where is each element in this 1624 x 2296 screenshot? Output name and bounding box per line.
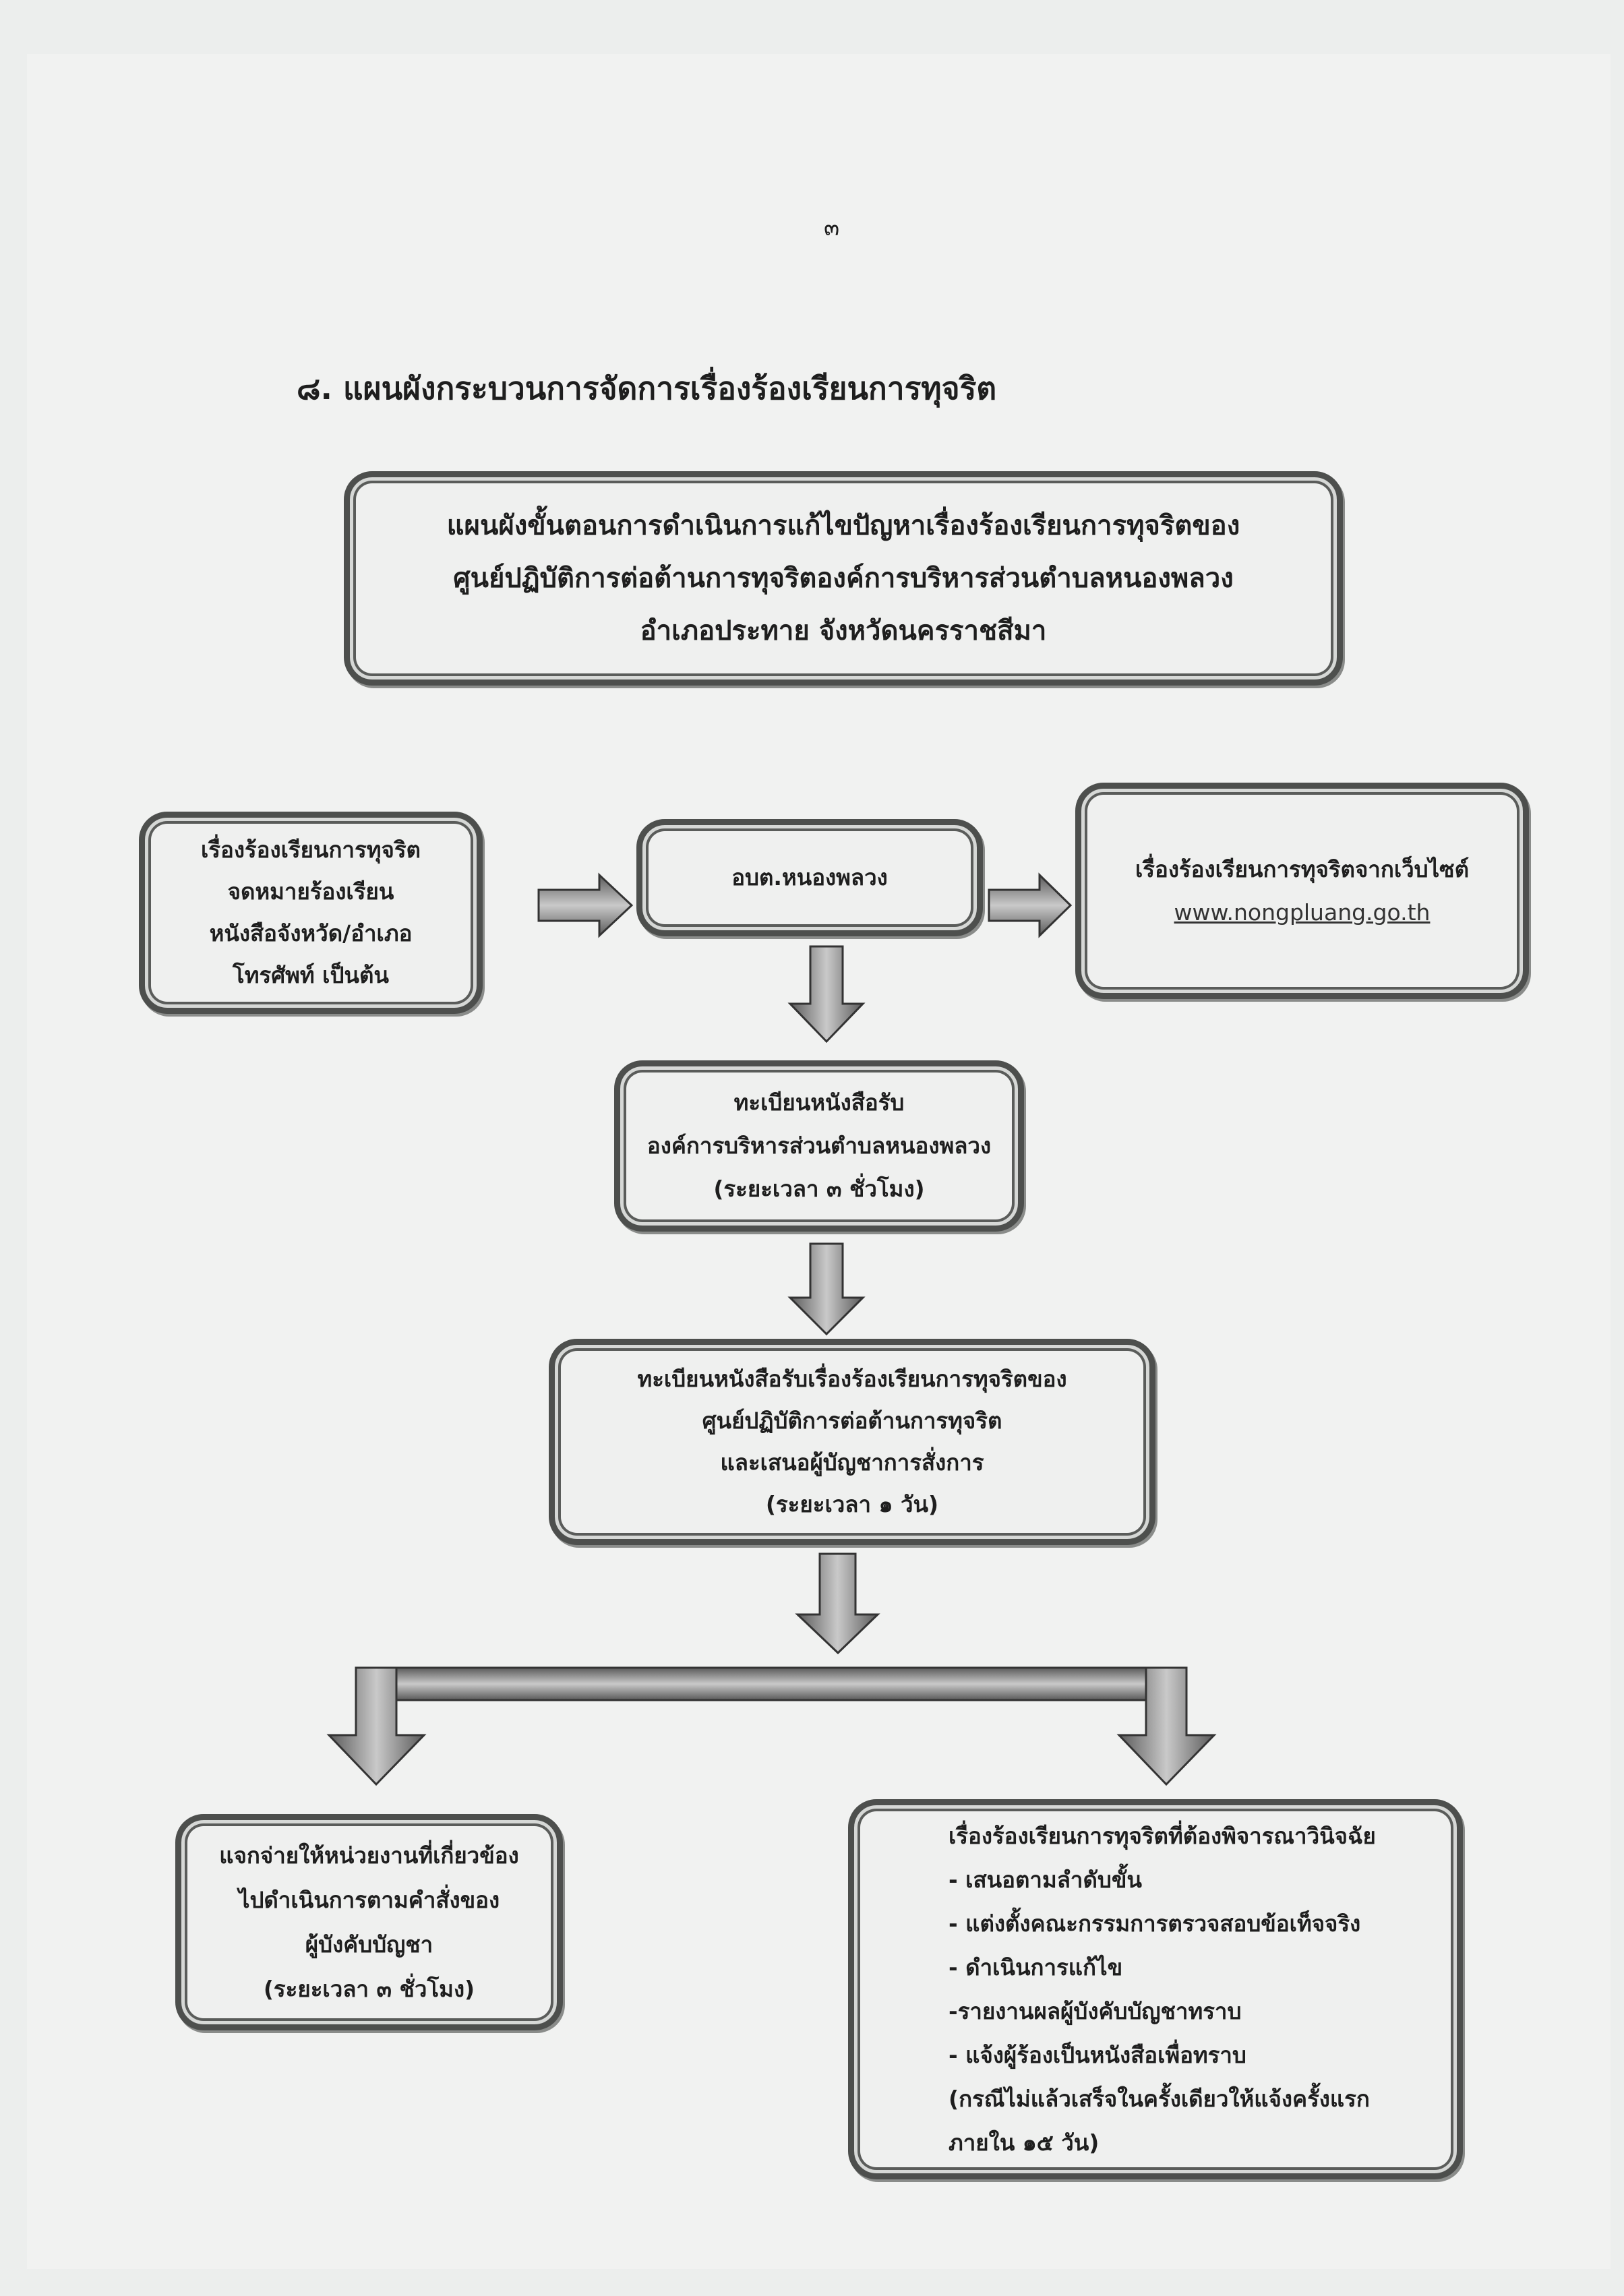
box-line: ทะเบียนหนังสือรับเรื่องร้องเรียนการทุจริ… (637, 1366, 1067, 1392)
center-register-box: ทะเบียนหนังสือรับเรื่องร้องเรียนการทุจริ… (549, 1339, 1155, 1545)
arrow-down-icon (795, 1552, 880, 1655)
title-line: แผนผังขั้นตอนการดำเนินการแก้ไขปัญหาเรื่อ… (446, 510, 1240, 541)
box-line: -รายงานผลผู้บังคับบัญชาทราบ (949, 1998, 1242, 2024)
box-line: - แต่งตั้งคณะกรรมการตรวจสอบข้อเท็จจริง (949, 1910, 1361, 1937)
box-line: - ดำเนินการแก้ไข (949, 1954, 1123, 1981)
website-link[interactable]: www.nongpluang.go.th (1174, 899, 1431, 926)
box-line: ศูนย์ปฏิบัติการต่อต้านการทุจริต (702, 1408, 1002, 1434)
arrow-right-icon (537, 872, 634, 938)
box-line: ไปดำเนินการตามคำสั่งของ (238, 1886, 500, 1913)
arrow-down-icon (787, 945, 866, 1044)
box-line: - เสนอตามลำดับขั้น (949, 1867, 1142, 1893)
distribute-box: แจกจ่ายให้หน่วยงานที่เกี่ยวข้อง ไปดำเนิน… (175, 1814, 563, 2030)
box-line: อบต.หนองพลวง (731, 864, 888, 890)
box-line: หนังสือจังหวัด/อำเภอ (209, 920, 413, 946)
flowchart-title-box: แผนผังขั้นตอนการดำเนินการแก้ไขปัญหาเรื่อ… (344, 471, 1343, 686)
box-line: ทะเบียนหนังสือรับ (733, 1089, 905, 1116)
consider-box: เรื่องร้องเรียนการทุจริตที่ต้องพิจารณาวิ… (848, 1799, 1463, 2179)
split-arrow-icon (326, 1666, 1217, 1786)
box-line: ผู้บังคับบัญชา (305, 1931, 433, 1958)
complaint-channels-box: เรื่องร้องเรียนการทุจริต จดหมายร้องเรียน… (139, 812, 483, 1014)
box-line: แจกจ่ายให้หน่วยงานที่เกี่ยวข้อง (219, 1842, 519, 1869)
page-number: ๓ (824, 214, 840, 241)
box-line: (ระยะเวลา ๓ ชั่วโมง) (713, 1176, 925, 1202)
register-box: ทะเบียนหนังสือรับ องค์การบริหารส่วนตำบลห… (614, 1060, 1024, 1232)
title-line: ศูนย์ปฏิบัติการต่อต้านการทุจริตองค์การบร… (453, 563, 1234, 594)
box-line: โทรศัพท์ เป็นต้น (233, 962, 389, 988)
arrow-right-icon (988, 872, 1073, 938)
box-line: - แจ้งผู้ร้องเป็นหนังสือเพื่อทราบ (949, 2042, 1246, 2068)
box-line: (ระยะเวลา ๓ ชั่วโมง) (263, 1975, 475, 2002)
section-heading: ๘. แผนผังกระบวนการจัดการเรื่องร้องเรียนก… (297, 370, 997, 406)
website-box: เรื่องร้องเรียนการทุจริตจากเว็บไซต์ www.… (1075, 783, 1529, 999)
box-line: ภายใน ๑๕ วัน) (949, 2129, 1100, 2156)
office-box: อบต.หนองพลวง (636, 819, 983, 936)
box-line: และเสนอผู้บัญชาการสั่งการ (720, 1449, 984, 1476)
box-line: องค์การบริหารส่วนตำบลหนองพลวง (646, 1132, 992, 1159)
box-line: (กรณีไม่แล้วเสร็จในครั้งเดียวให้แจ้งครั้… (949, 2086, 1370, 2112)
box-line: (ระยะเวลา ๑ วัน) (765, 1491, 939, 1517)
box-line: เรื่องร้องเรียนการทุจริตที่ต้องพิจารณาวิ… (949, 1823, 1376, 1849)
arrow-down-icon (787, 1242, 866, 1336)
title-line: อำเภอประทาย จังหวัดนครราชสีมา (640, 615, 1047, 646)
box-line: จดหมายร้องเรียน (227, 878, 394, 905)
box-line: เรื่องร้องเรียนการทุจริตจากเว็บไซต์ (1135, 855, 1469, 882)
box-line: เรื่องร้องเรียนการทุจริต (201, 837, 421, 863)
